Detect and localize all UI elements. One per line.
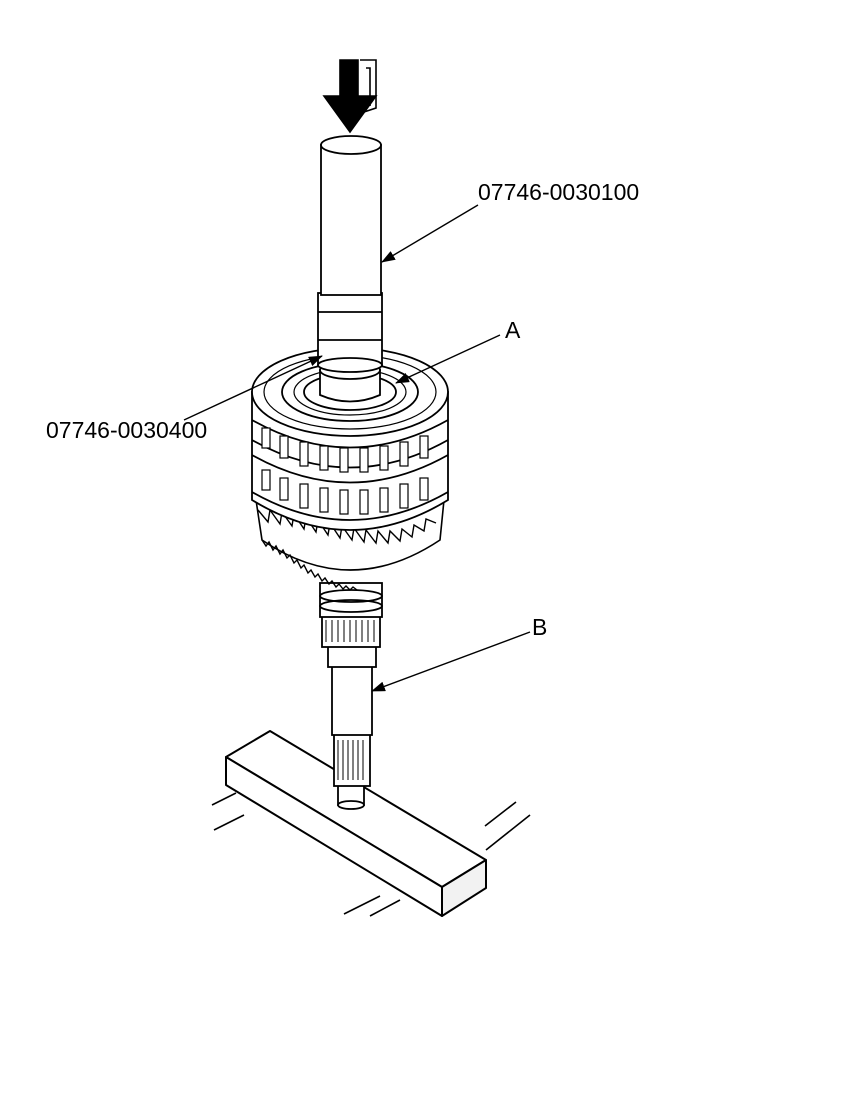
driver-tool [317,135,383,403]
label-tool-07746-0030400: 07746-0030400 [46,417,208,443]
label-part-b: B [532,614,548,640]
label-tool-07746-0030100: 07746-0030100 [478,179,640,205]
workbench-rails [211,792,531,917]
press-arrow [322,59,378,134]
leader-lines [183,204,531,692]
shaft-b [319,582,383,810]
label-part-a: A [505,317,521,343]
